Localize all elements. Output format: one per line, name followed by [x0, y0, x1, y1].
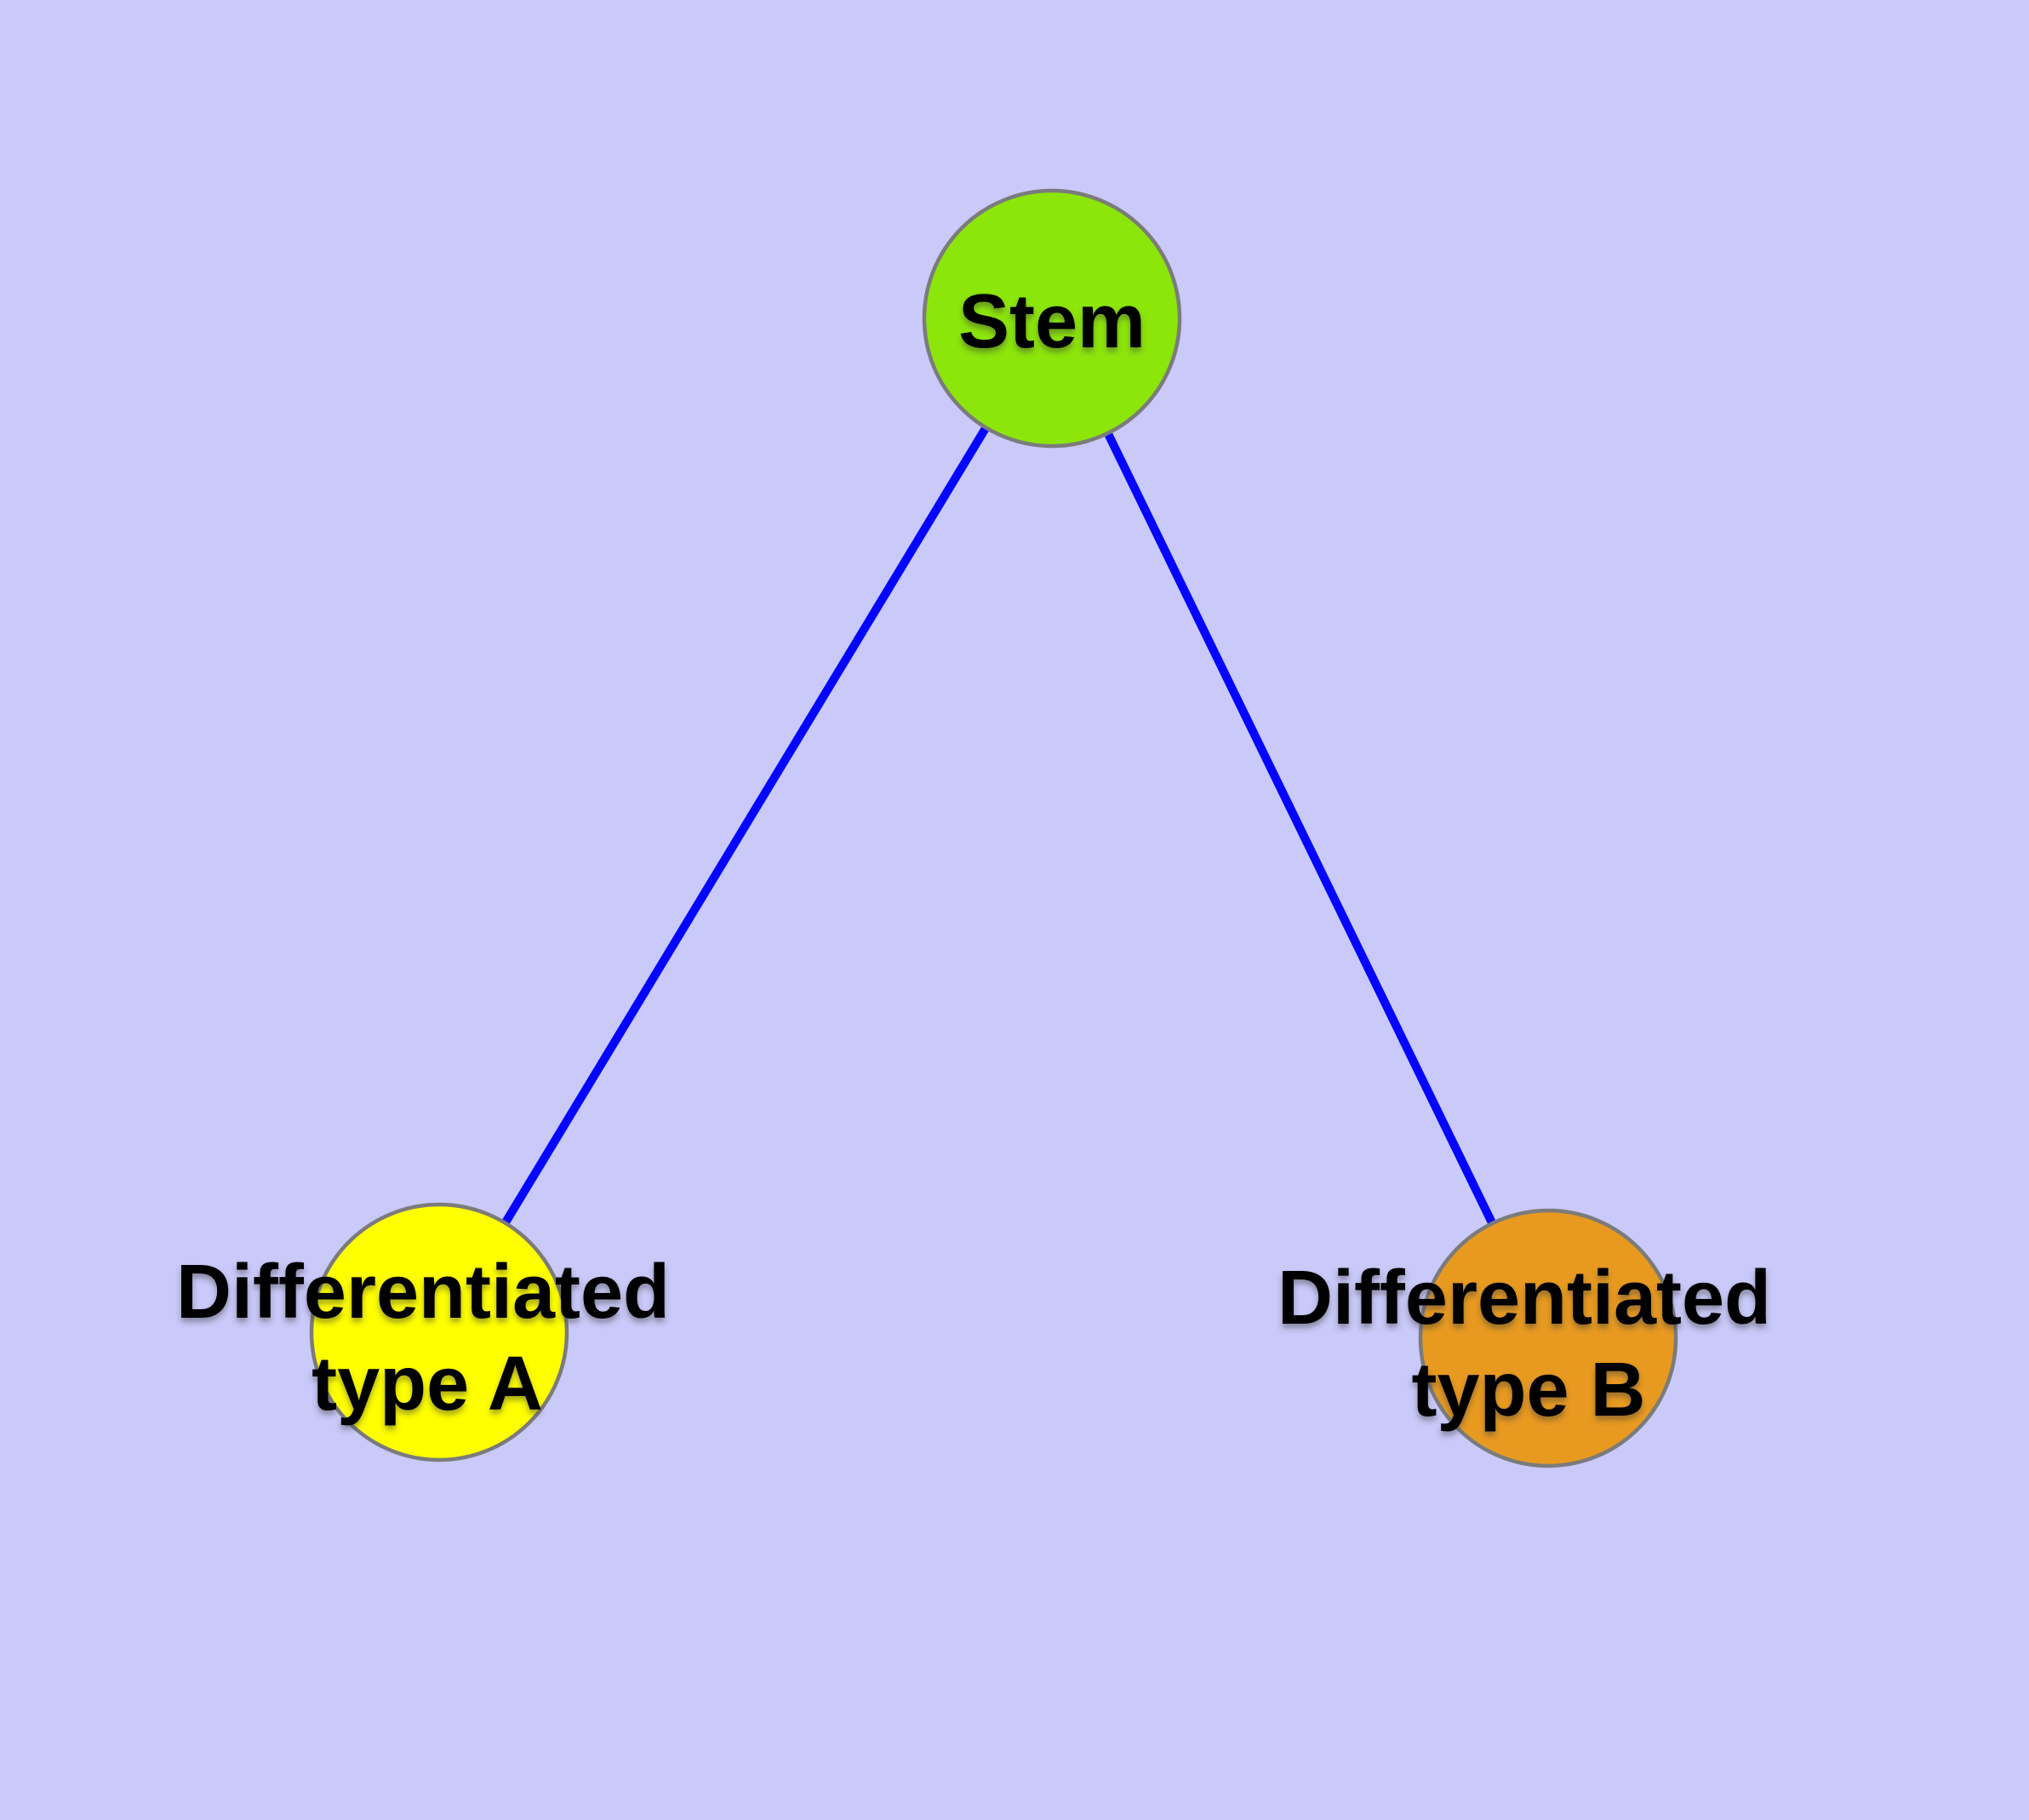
- edge-stem-to-type-a: [435, 316, 1056, 1335]
- node-type-b-label-line2: type B: [1411, 1348, 1645, 1433]
- node-stem: [922, 188, 1182, 449]
- node-stem-label: Stem: [958, 279, 1146, 364]
- node-type-a-label-line1: Differentiated: [176, 1250, 670, 1335]
- node-type-b-label-line1: Differentiated: [1277, 1256, 1771, 1341]
- node-type-a-label-line2: type A: [311, 1342, 543, 1427]
- node-differentiated-type-b: [1418, 1208, 1678, 1468]
- node-differentiated-type-a: [309, 1202, 569, 1462]
- edge-stem-to-type-b: [1048, 316, 1552, 1341]
